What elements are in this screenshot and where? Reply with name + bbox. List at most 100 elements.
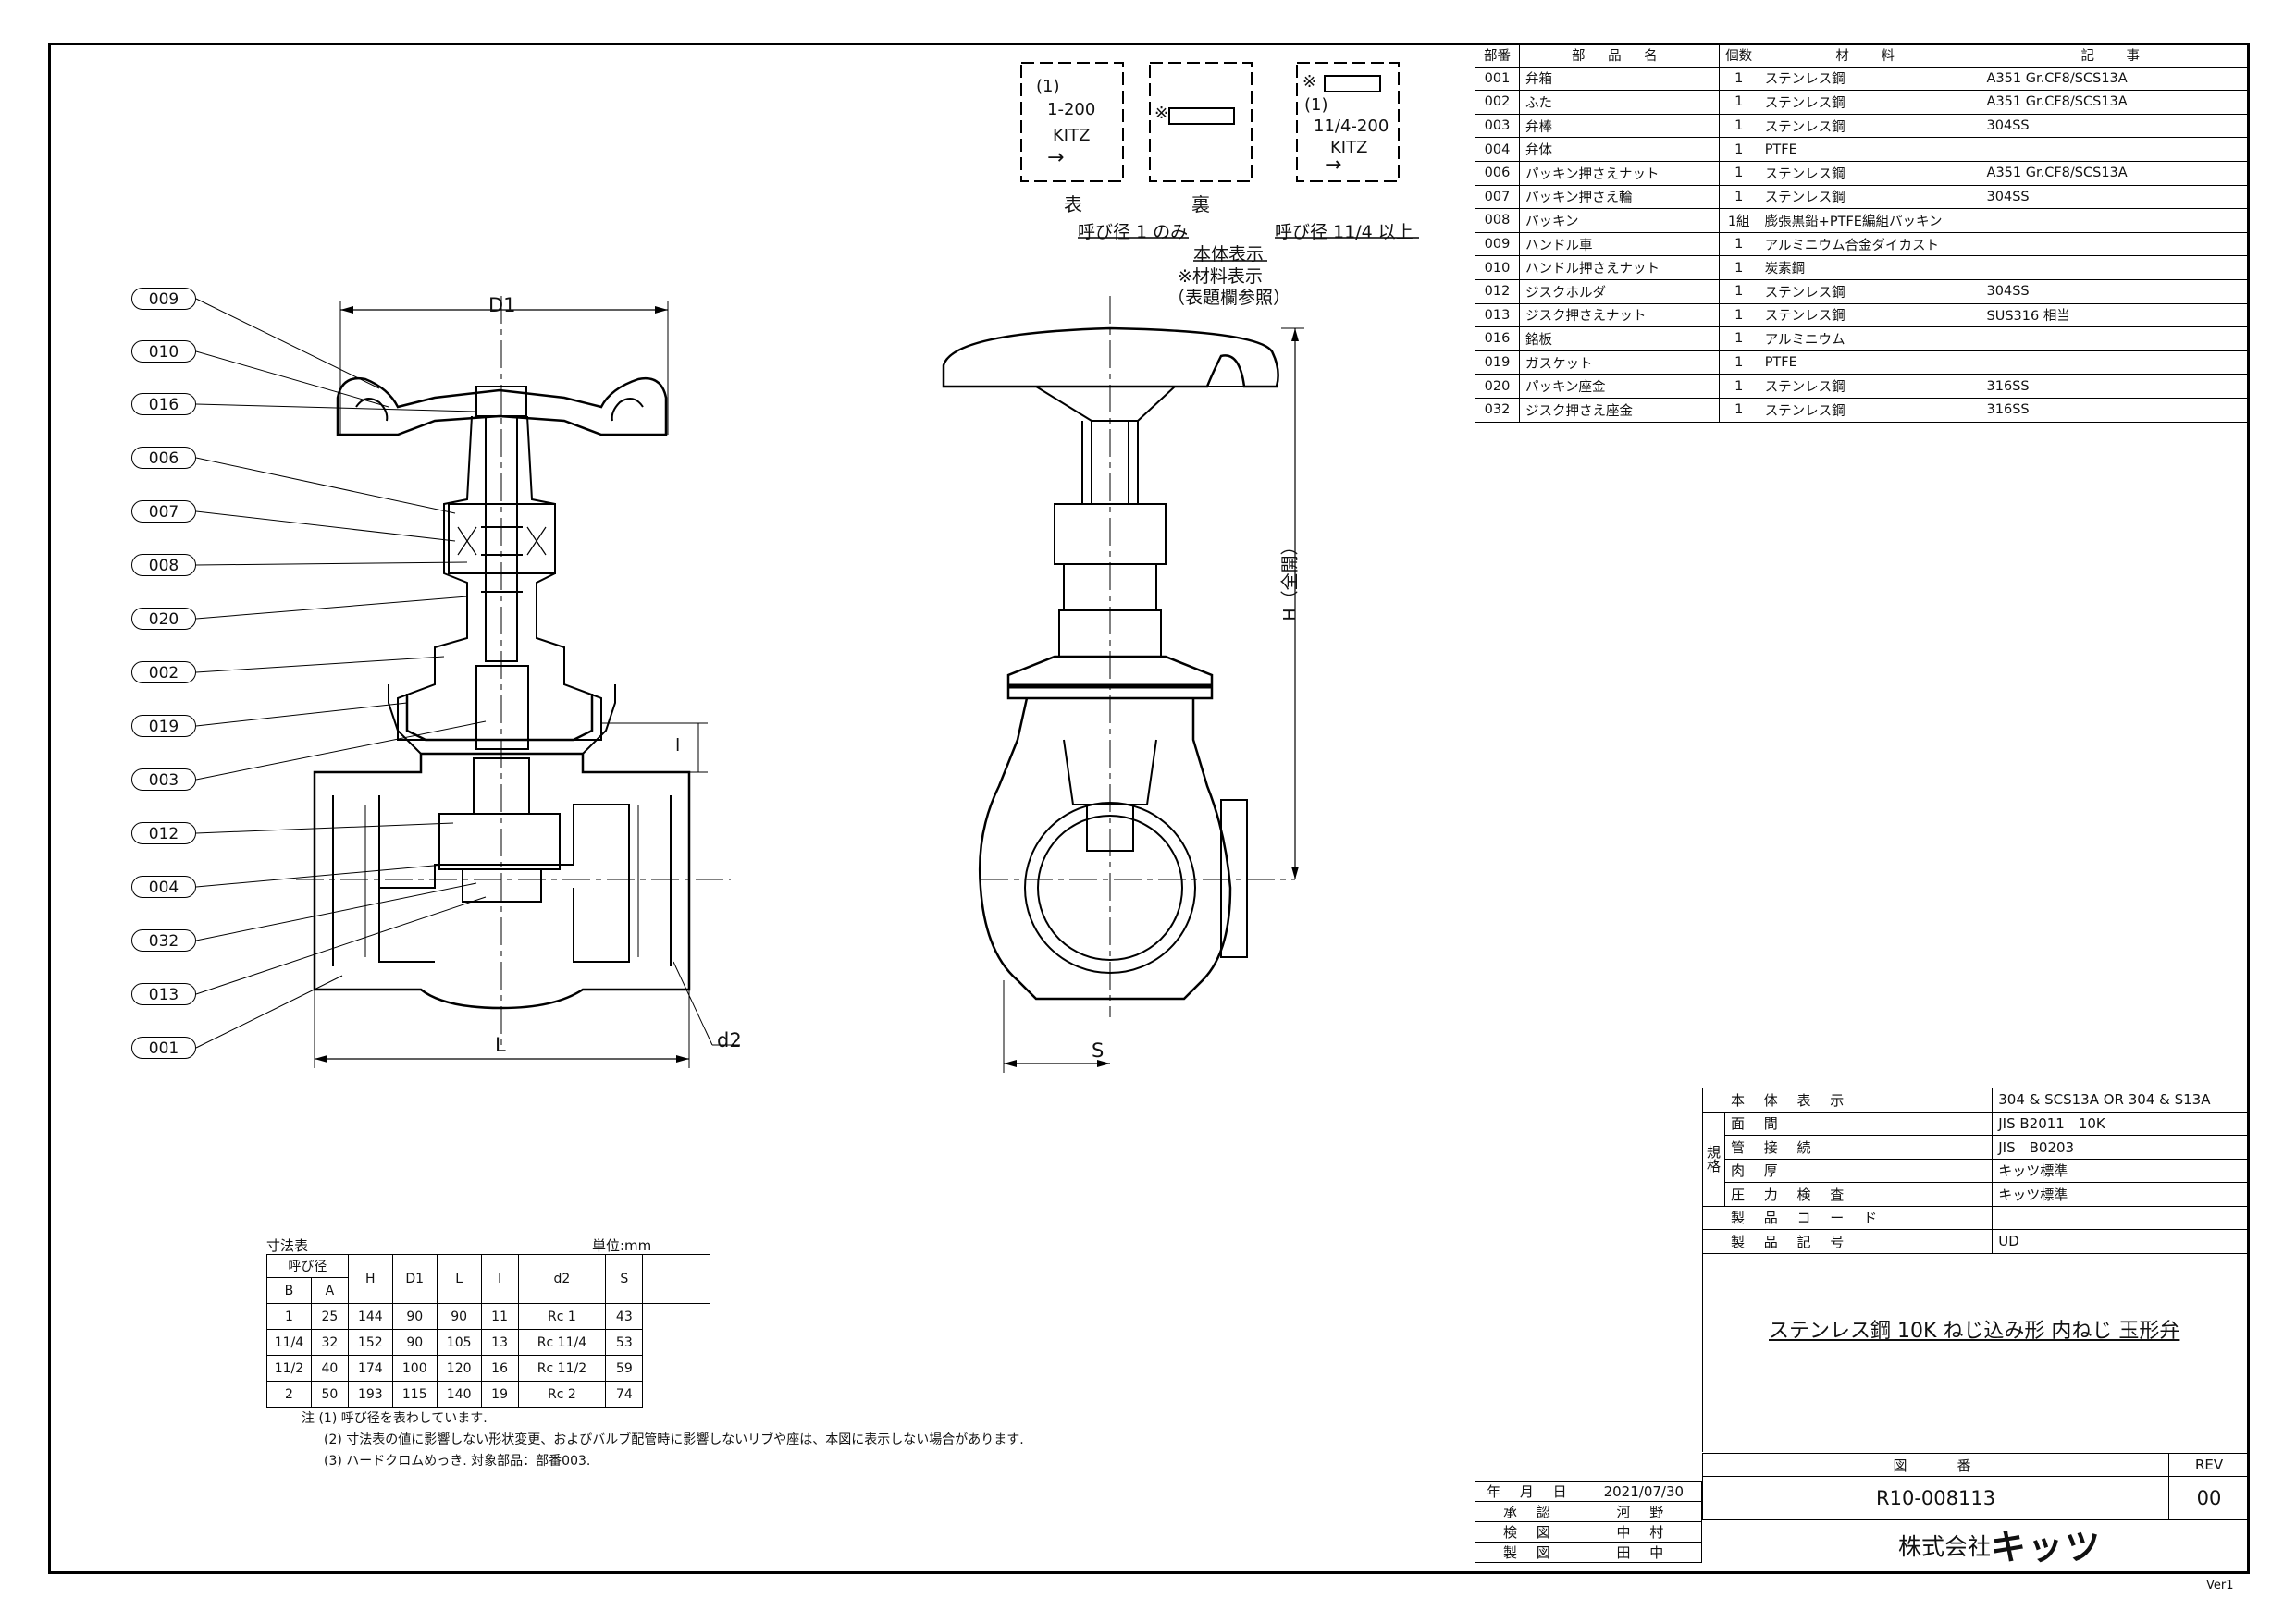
part-number: 016 [1475, 326, 1520, 351]
callout-002: 002 [131, 661, 196, 683]
part-number: 006 [1475, 160, 1520, 186]
part-material: PTFE [1758, 350, 1981, 375]
part-remarks: SUS316 相当 [1980, 302, 2251, 328]
approval-value: 田 中 [1585, 1542, 1703, 1563]
approval-row: 製 図田 中 [1475, 1542, 1703, 1563]
callout-007: 007 [131, 500, 196, 523]
marking-box1-line2: 1-200 [1047, 100, 1096, 119]
dim-cell: 43 [605, 1303, 644, 1330]
spec-value: 304 & SCS13A OR 304 & S13A [1992, 1088, 2250, 1113]
spec-label: 面 間 [1723, 1111, 1994, 1136]
parts-header-material: 材 料 [1758, 43, 1981, 68]
part-qty: 1 [1718, 160, 1759, 186]
marking-label-back: 裏 [1191, 193, 1210, 215]
spec-row: 製 品 コ ー ド [1701, 1205, 2250, 1230]
part-name: パッキン押さえナット [1518, 160, 1720, 186]
dim-cell: Rc 2 [517, 1381, 607, 1408]
dim-cell: 59 [605, 1355, 644, 1382]
marking-box1-arrow: → [1047, 146, 1065, 169]
spec-row: 肉 厚キッツ標準 [1703, 1158, 2250, 1183]
spec-value [1992, 1205, 2250, 1230]
dim-header-cell: B [266, 1277, 312, 1304]
part-name: パッキン押さえ輪 [1518, 184, 1720, 210]
callout-019: 019 [131, 715, 196, 737]
dim-header-cell: d2 [517, 1254, 607, 1304]
marking-box3-line2: (1) [1304, 95, 1328, 115]
part-number: 003 [1475, 113, 1520, 139]
spec-value: キッツ標準 [1992, 1182, 2250, 1207]
dim-note-1: 注 (1) 呼び径を表わしています. [302, 1411, 488, 1426]
part-name: パッキン [1518, 208, 1720, 233]
dim-cell: Rc 1 [517, 1303, 607, 1330]
part-material: ステンレス鋼 [1758, 66, 1981, 92]
marking-box3-line3: 11/4-200 [1314, 117, 1389, 136]
part-qty: 1 [1718, 397, 1759, 423]
marking-note2: （表題欄参照） [1167, 288, 1291, 308]
part-material: ステンレス鋼 [1758, 184, 1981, 210]
dim-cell: 100 [391, 1355, 438, 1382]
part-qty: 1 [1718, 113, 1759, 139]
title-area [1702, 1252, 2250, 1452]
part-material: アルミニウム合金ダイカスト [1758, 231, 1981, 257]
dim-cell: 90 [391, 1329, 438, 1356]
part-qty: 1 [1718, 326, 1759, 351]
part-remarks [1980, 208, 2251, 233]
spec-label: 本 体 表 示 [1701, 1088, 1994, 1113]
part-material: 膨張黒鉛+PTFE編組パッキン [1758, 208, 1981, 233]
approval-label: 製 図 [1475, 1542, 1586, 1563]
part-material: アルミニウム [1758, 326, 1981, 351]
dim-header-cell: l [480, 1254, 519, 1304]
approval-label: 年 月 日 [1475, 1481, 1586, 1502]
dim-note-3: (3) ハードクロムめっき. 対象部品：部番003. [324, 1454, 591, 1469]
part-number: 032 [1475, 397, 1520, 423]
dim-label-small-l: l [675, 735, 681, 756]
part-number: 012 [1475, 278, 1520, 304]
callout-004: 004 [131, 876, 196, 898]
part-qty: 1 [1718, 278, 1759, 304]
part-number: 002 [1475, 90, 1520, 115]
dim-header-nominal: 呼び径 [266, 1254, 349, 1278]
part-qty: 1 [1718, 90, 1759, 115]
part-number: 013 [1475, 302, 1520, 328]
part-qty: 1 [1718, 137, 1759, 162]
part-qty: 1 [1718, 302, 1759, 328]
dim-cell: 140 [436, 1381, 482, 1408]
spec-value: JIS B0203 [1992, 1135, 2250, 1160]
part-name: ハンドル押さえナット [1518, 255, 1720, 280]
drawing-frame [48, 43, 2250, 1574]
approval-value: 河 野 [1585, 1501, 1703, 1522]
spec-label: 製 品 コ ー ド [1701, 1205, 1994, 1230]
dim-label-s: S [1092, 1039, 1105, 1062]
callout-006: 006 [131, 447, 196, 469]
dim-cell: 115 [391, 1381, 438, 1408]
dim-cell: 13 [480, 1329, 519, 1356]
dim-cell: 193 [347, 1381, 393, 1408]
spec-value: キッツ標準 [1992, 1158, 2250, 1183]
drawing-no: R10-008113 [1701, 1476, 2170, 1520]
dim-cell: 32 [310, 1329, 349, 1356]
part-number: 009 [1475, 231, 1520, 257]
callout-010: 010 [131, 340, 196, 363]
part-name: 弁体 [1518, 137, 1720, 162]
part-remarks: 304SS [1980, 113, 2251, 139]
marking-size2: 呼び径 11/4 以上 [1275, 222, 1413, 242]
part-remarks [1980, 326, 2251, 351]
part-qty: 1組 [1718, 208, 1759, 233]
dim-cell: 50 [310, 1381, 349, 1408]
dim-label-h: H（全開） [1279, 537, 1301, 621]
dim-header-cell: H [347, 1254, 393, 1304]
part-remarks [1980, 255, 2251, 280]
callout-013: 013 [131, 983, 196, 1005]
spec-label: 圧 力 検 査 [1723, 1182, 1994, 1207]
spec-label: 肉 厚 [1723, 1158, 1994, 1183]
part-qty: 1 [1718, 184, 1759, 210]
callout-012: 012 [131, 822, 196, 844]
company-logo: キッツ [1991, 1527, 2103, 1568]
